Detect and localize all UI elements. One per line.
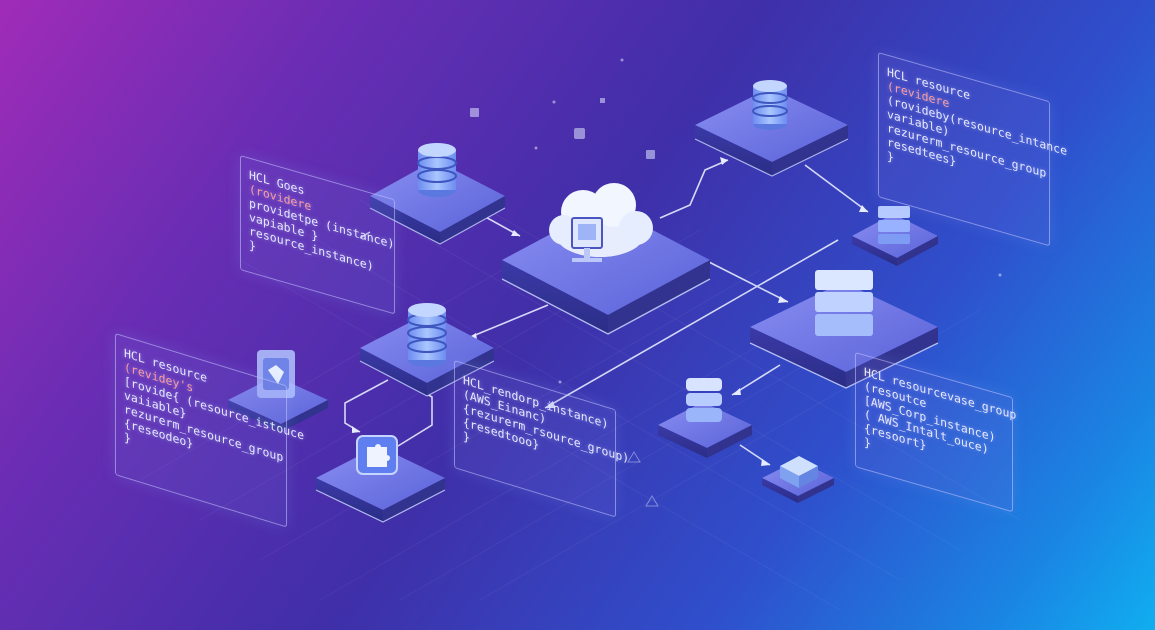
connector-cloud-server [704, 259, 789, 303]
puzzle-icon [356, 435, 398, 475]
connector-left-panel [359, 231, 371, 239]
connector-cloud-db2 [467, 304, 549, 339]
server-rack-icon [686, 378, 722, 422]
connector-cloud-db3 [659, 159, 729, 219]
connector-cloud-rack [804, 164, 869, 213]
decorative-markers [627, 451, 659, 507]
database-icon [417, 143, 457, 197]
floating-particles [468, 58, 1002, 384]
platform-db4[interactable] [658, 402, 752, 458]
connector-arrowheads [352, 157, 868, 466]
platform-shield[interactable] [228, 376, 328, 432]
server-rack-icon [878, 206, 910, 244]
database-icon [752, 80, 788, 130]
platform-puzzle[interactable] [315, 446, 446, 523]
connector-db2-puzzle [344, 379, 389, 433]
storage-block-icon [780, 456, 818, 488]
shield-icon [257, 350, 295, 398]
database-icon [407, 303, 447, 367]
connector-rack-center [544, 239, 839, 409]
storage-block-icon [815, 270, 873, 336]
monitor-icon [571, 217, 603, 262]
